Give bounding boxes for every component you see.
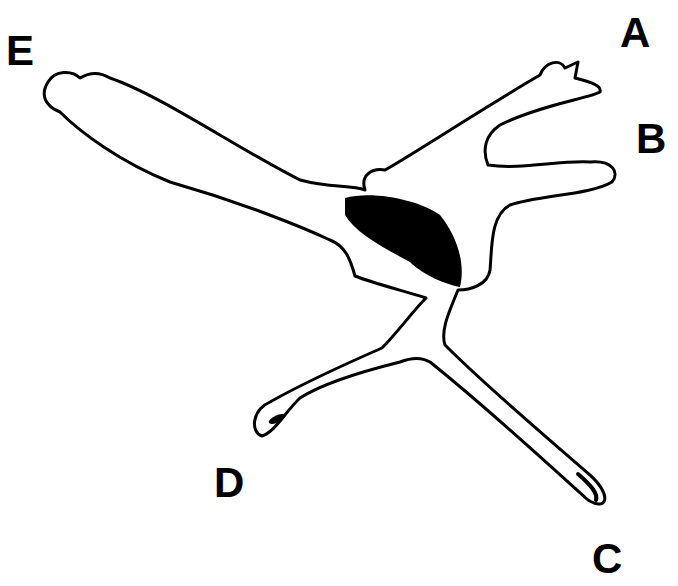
tip-mark	[578, 474, 596, 500]
tip-mark	[267, 412, 286, 426]
part-letter: A	[620, 12, 650, 54]
organ-outline	[44, 62, 615, 504]
part-letter: D	[214, 462, 244, 504]
part-letter: B	[636, 118, 666, 160]
part-letter: E	[6, 30, 34, 72]
dark-patch	[345, 195, 462, 287]
part-letter: C	[592, 538, 622, 580]
